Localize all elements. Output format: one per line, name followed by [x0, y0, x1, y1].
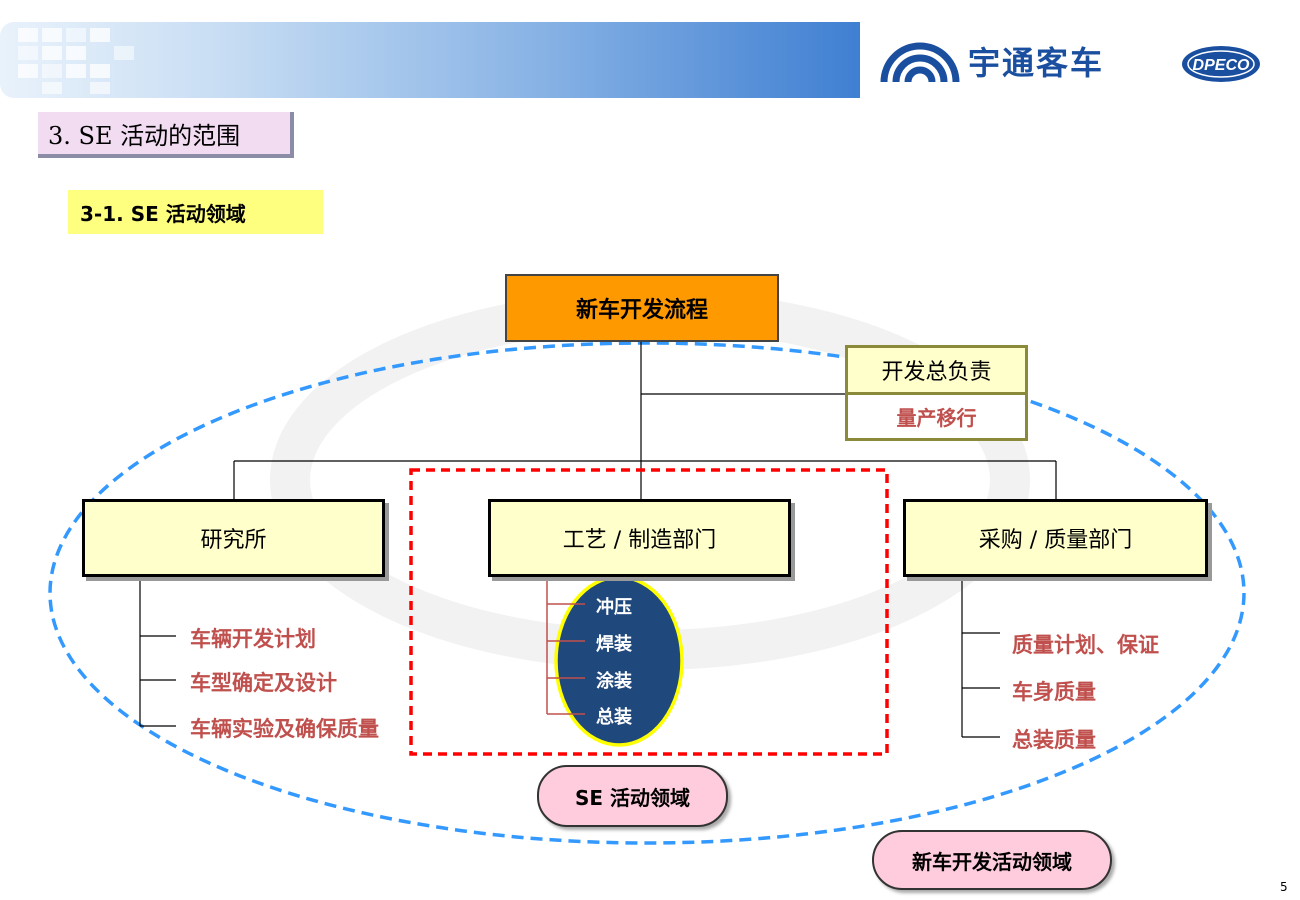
dept-research-box: 研究所: [82, 499, 385, 577]
banner-tile-decoration: [18, 28, 138, 94]
quality-item: 车身质量: [1012, 680, 1096, 704]
new-car-area-label: 新车开发活动领域: [872, 830, 1112, 890]
new-car-area-ellipse: [48, 341, 1246, 845]
company-logo-icon: [880, 42, 960, 83]
research-item: 车辆实验及确保质量: [190, 717, 379, 741]
lead-task-box: 量产移行: [845, 395, 1028, 441]
se-area-label: SE 活动领域: [537, 765, 728, 827]
mfg-item: 涂装: [596, 671, 632, 692]
quality-item: 总装质量: [1012, 728, 1096, 752]
page-number: 5: [1280, 880, 1288, 894]
mfg-process-oval: [554, 575, 684, 747]
quality-item: 质量计划、保证: [1012, 633, 1159, 657]
company-logo: 宇通客车: [880, 36, 1104, 86]
root-process-box: 新车开发流程: [505, 274, 779, 342]
research-item: 车辆开发计划: [190, 627, 316, 651]
section-title: 3. SE 活动的范围: [38, 112, 294, 158]
research-item: 车型确定及设计: [190, 671, 337, 695]
dpeco-logo: DPECO: [1182, 46, 1260, 82]
subsection-title: 3-1. SE 活动领域: [68, 190, 323, 234]
se-area-frame: [409, 468, 889, 756]
lead-box: 开发总负责: [845, 345, 1028, 395]
dept-manufacturing-box: 工艺 / 制造部门: [488, 499, 791, 577]
mfg-item: 焊装: [596, 634, 632, 655]
dept-quality-box: 采购 / 质量部门: [903, 499, 1208, 577]
header-banner: [0, 22, 860, 98]
company-name: 宇通客车: [968, 44, 1105, 82]
mfg-item: 冲压: [596, 597, 632, 618]
mfg-item: 总装: [596, 707, 632, 728]
dpeco-logo-text: DPECO: [1193, 57, 1250, 74]
